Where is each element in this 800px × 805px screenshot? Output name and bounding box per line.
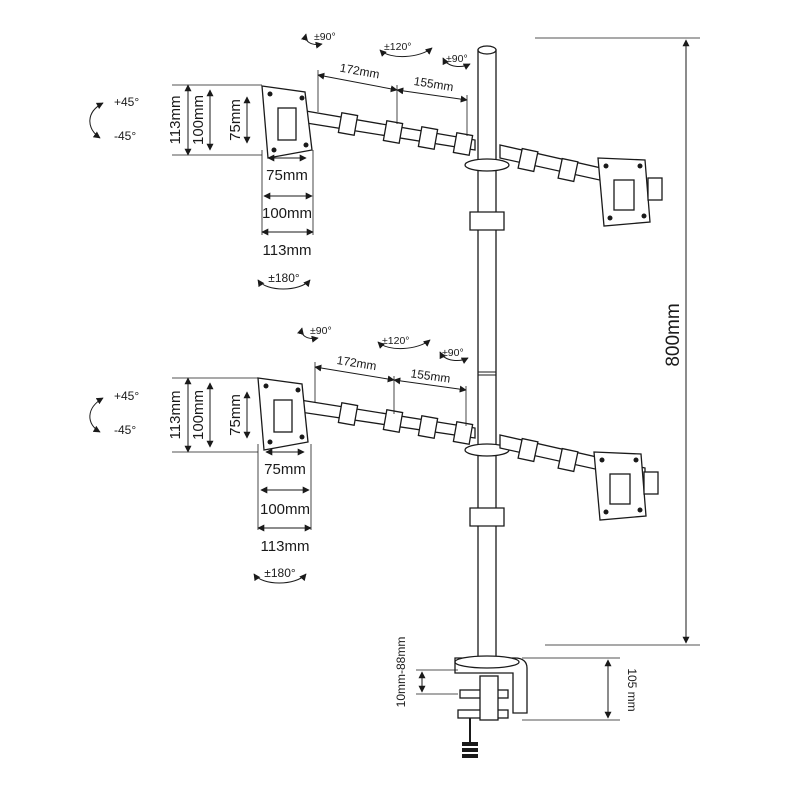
- lower-vesa-horizontal-dims: 75mm 100mm 113mm: [257, 444, 312, 555]
- upper-right-vesa-plate: [597, 157, 663, 227]
- upper-rotation: ±180°: [257, 271, 311, 290]
- lower-vesa-v-100: 100mm: [190, 390, 207, 440]
- clamp-range-label: 10mm-88mm: [394, 637, 408, 708]
- upper-tier: 113mm 100mm 75mm +45° -45° 75mm 100mm 11…: [89, 31, 663, 290]
- pole-height-label: 800mm: [663, 303, 684, 366]
- lower-swivel-left: ±90°: [310, 325, 332, 337]
- upper-arm-outer: 172mm: [339, 61, 381, 82]
- upper-swivel-mid: ±120°: [384, 41, 411, 53]
- upper-collar: [469, 211, 505, 231]
- lower-left-vesa-plate: [257, 377, 309, 451]
- lower-swivel-mid: ±120°: [382, 335, 409, 347]
- upper-vesa-h-75: 75mm: [266, 167, 308, 184]
- upper-vesa-vertical-dims: 113mm 100mm 75mm: [167, 84, 262, 156]
- upper-vesa-v-113: 113mm: [167, 96, 184, 145]
- upper-vesa-horizontal-dims: 75mm 100mm 113mm: [261, 150, 314, 259]
- upper-arm-dims: 172mm 155mm: [317, 61, 468, 136]
- lower-arm-joints: [337, 402, 579, 473]
- desk-clamp: [454, 655, 528, 758]
- lower-arm-dims: 172mm 155mm: [314, 353, 467, 426]
- lower-vesa-h-75: 75mm: [264, 461, 306, 478]
- lower-rotation: ±180°: [253, 566, 307, 584]
- upper-rotation-label: ±180°: [268, 271, 300, 285]
- lower-vesa-h-100: 100mm: [260, 501, 310, 518]
- upper-vesa-v-75: 75mm: [227, 99, 244, 141]
- clamp-height-dim: 105 mm: [522, 657, 639, 721]
- lower-vesa-vertical-dims: 113mm 100mm 75mm: [167, 377, 258, 453]
- lower-collar: [469, 507, 505, 527]
- upper-tilt-up: +45°: [114, 95, 139, 109]
- lower-tilt: +45° -45°: [89, 389, 139, 437]
- upper-vesa-v-100: 100mm: [190, 95, 207, 145]
- upper-arm-inner: 155mm: [413, 74, 455, 94]
- lower-swivel-right: ±90°: [442, 347, 464, 359]
- lower-vesa-v-75: 75mm: [227, 394, 244, 436]
- lower-vesa-v-113: 113mm: [167, 391, 184, 440]
- upper-swivel-left: ±90°: [314, 31, 336, 43]
- upper-tilt-down: -45°: [114, 129, 136, 143]
- upper-vesa-h-100: 100mm: [262, 205, 312, 222]
- clamp-screw: [462, 742, 478, 758]
- upper-tilt: +45° -45°: [89, 95, 139, 143]
- upper-arm: [299, 109, 646, 191]
- lower-arm: [299, 399, 646, 481]
- lower-swivels: ±90° ±120° ±90°: [297, 325, 469, 364]
- clamp-range-dim: 10mm-88mm: [394, 637, 458, 708]
- pole-height-dim: 800mm: [535, 37, 700, 646]
- lower-arm-outer: 172mm: [336, 353, 378, 373]
- upper-arm-joints: [337, 112, 579, 183]
- upper-vesa-h-113: 113mm: [263, 242, 312, 259]
- upper-swivel-right: ±90°: [446, 53, 468, 65]
- pole: [464, 45, 510, 661]
- upper-swivels: ±90° ±120° ±90°: [301, 31, 471, 70]
- lower-right-vesa-plate: [593, 451, 659, 521]
- upper-left-vesa-plate: [261, 85, 313, 159]
- lower-tilt-down: -45°: [114, 423, 136, 437]
- lower-arm-inner: 155mm: [410, 366, 452, 385]
- lower-rotation-label: ±180°: [264, 566, 296, 580]
- clamp-height-label: 105 mm: [625, 668, 639, 711]
- lower-tilt-up: +45°: [114, 389, 139, 403]
- lower-vesa-h-113: 113mm: [261, 538, 310, 555]
- lower-tier: 113mm 100mm 75mm +45° -45° 75mm 100mm 11…: [89, 325, 659, 584]
